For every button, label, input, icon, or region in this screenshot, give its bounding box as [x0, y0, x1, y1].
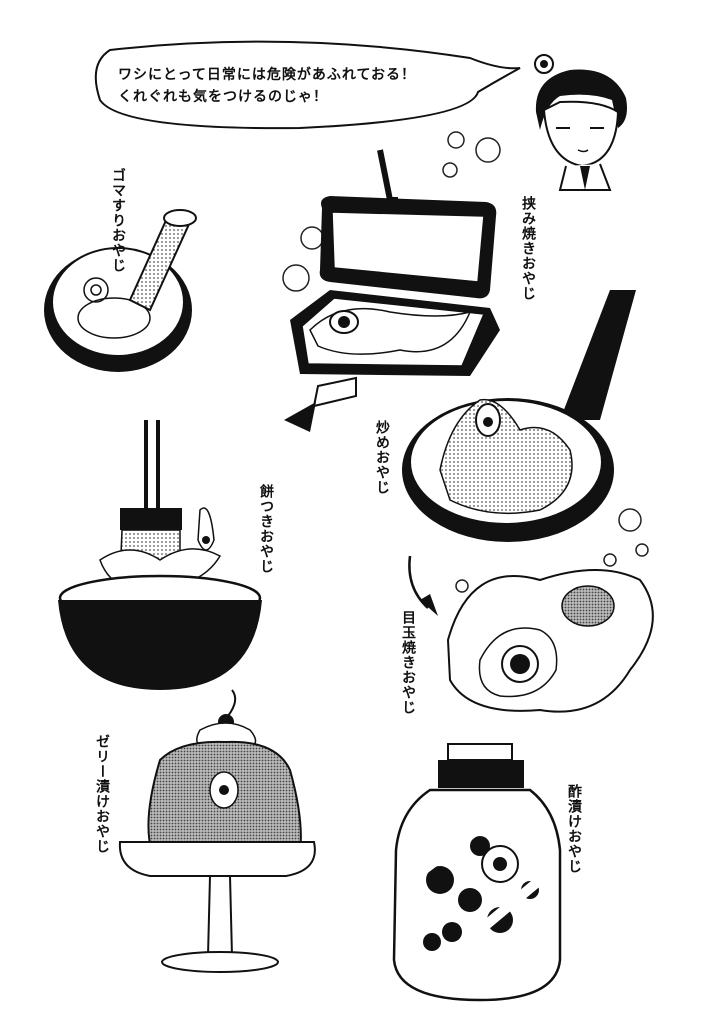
jelly-dessert-icon	[118, 689, 316, 973]
fried-egg-icon	[446, 569, 654, 713]
pickle-jar-icon	[392, 743, 562, 1002]
eyeball-father-icon	[534, 54, 554, 74]
label-stirfry: 炒めおやじ	[374, 420, 390, 495]
mochi-mortar-icon	[58, 420, 262, 690]
sandwich-press-icon	[284, 149, 500, 432]
label-sesame: ゴマすりおやじ	[110, 168, 126, 273]
boy-portrait-icon	[534, 54, 627, 191]
label-friedegg: 目玉焼きおやじ	[400, 610, 416, 715]
speech-line-1: ワシにとって日常には危険があふれておる！	[118, 67, 417, 83]
label-vinegar: 酢漬けおやじ	[566, 784, 582, 874]
mortar-icon	[44, 209, 197, 372]
label-jelly: ゼリー漬けおやじ	[94, 734, 110, 854]
label-mochi: 餅つきおやじ	[258, 484, 274, 574]
speech-bubble-text: ワシにとって日常には危険があふれておる！ くれぐれも気をつけるのじゃ！	[118, 64, 458, 108]
speech-line-2: くれぐれも気をつけるのじゃ！	[118, 89, 328, 105]
label-sandwich: 挟み焼きおやじ	[520, 196, 536, 301]
arrow-icon	[408, 555, 438, 616]
speech-bubble	[94, 40, 521, 130]
frying-pan-icon	[402, 290, 636, 542]
